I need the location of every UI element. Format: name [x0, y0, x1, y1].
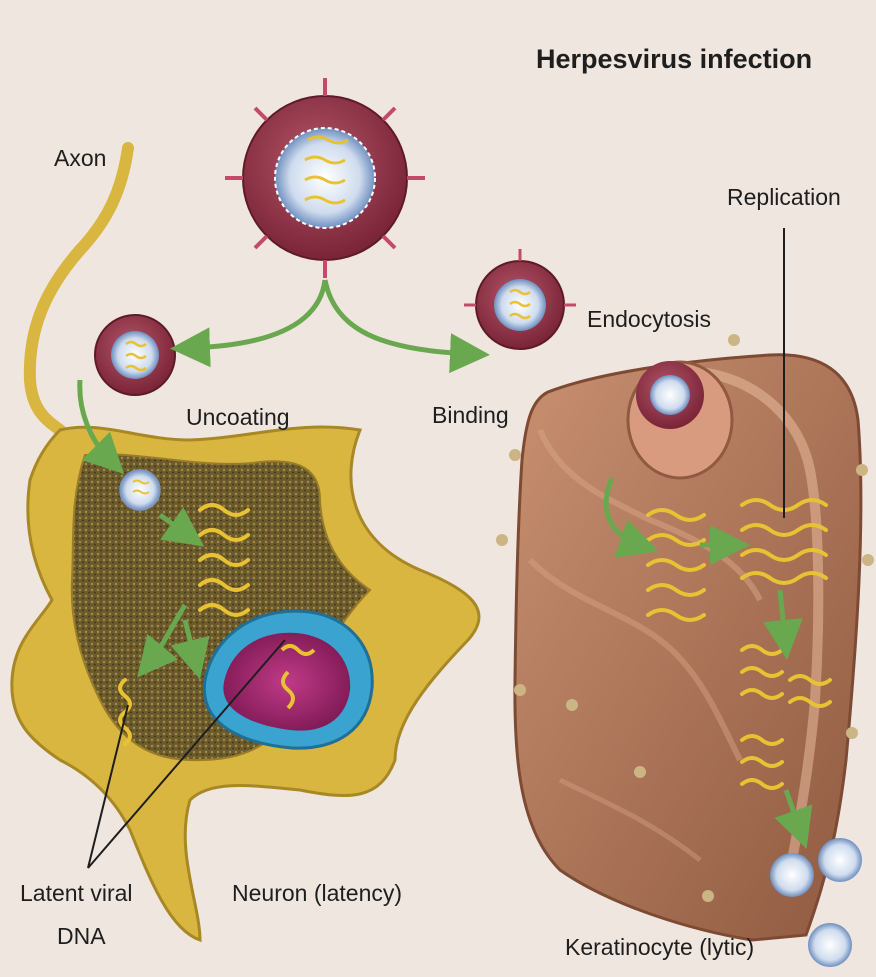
label-keratinocyte: Keratinocyte (lytic) — [565, 934, 754, 960]
endocytosed-virion — [636, 361, 704, 429]
label-latent-viral-dna-line1: Latent viral — [20, 880, 133, 906]
label-endocytosis: Endocytosis — [587, 306, 711, 332]
neuron-capsid — [120, 470, 160, 510]
label-axon: Axon — [54, 145, 106, 171]
label-latent-viral-dna-line2: DNA — [57, 923, 106, 949]
diagram-title: Herpesvirus infection — [536, 44, 812, 75]
label-replication: Replication — [727, 184, 841, 210]
label-neuron: Neuron (latency) — [232, 880, 402, 906]
label-binding: Binding — [432, 402, 509, 428]
large-virion — [225, 78, 425, 278]
uncoating-virion — [95, 315, 175, 395]
label-uncoating: Uncoating — [186, 404, 290, 430]
